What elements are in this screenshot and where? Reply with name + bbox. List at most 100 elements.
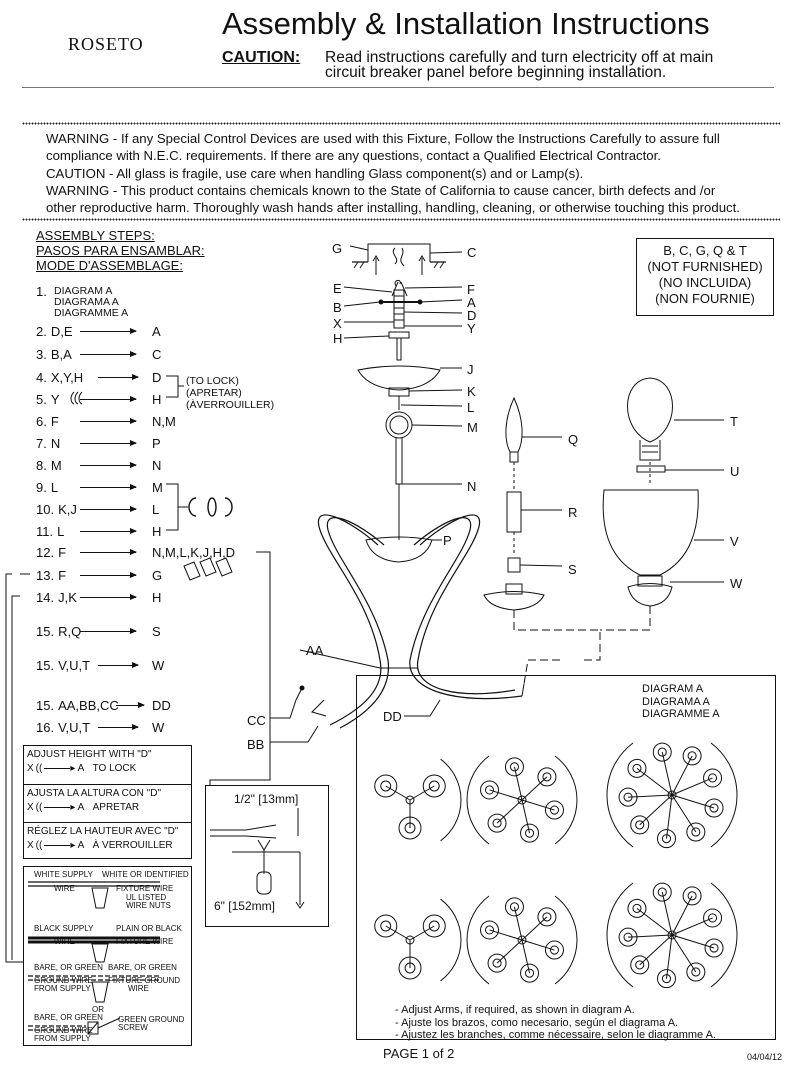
step-source-parts: F: [58, 545, 67, 560]
step-number: 11.: [36, 524, 54, 539]
steps-heading-fr: MODE D'ASSEMBLAGE:: [36, 258, 183, 273]
part-label-l: L: [467, 400, 475, 415]
step-target-parts: H: [152, 590, 162, 605]
canopy-icon: [357, 365, 441, 391]
step-source-parts: R,Q: [58, 624, 82, 639]
adjust-a: A: [77, 763, 85, 774]
step-target-parts: N,M: [152, 414, 176, 429]
arrow-icon: [80, 549, 137, 555]
adjust-a: A: [77, 802, 85, 813]
adjust-height-box: ADJUST HEIGHT WITH "D" X((▸ A TO LOCK AJ…: [23, 745, 192, 859]
caution-label: CAUTION:: [222, 49, 301, 66]
step-source-parts: N: [50, 436, 61, 451]
part-label-j: J: [467, 362, 474, 377]
step-target-parts: N: [152, 458, 162, 473]
plain-black-label: PLAIN OR BLACK: [116, 924, 182, 933]
arrow-icon: [80, 628, 137, 634]
black-supply-label: BLACK SUPPLY: [34, 924, 94, 933]
part-label-v: V: [730, 534, 739, 549]
step-1-line-en: DIAGRAM A: [54, 285, 113, 297]
step-source-parts: D,E: [50, 324, 73, 339]
step-source-parts: F: [50, 414, 59, 429]
step-number: 1.: [36, 284, 47, 299]
part-label-k: K: [467, 384, 476, 399]
brand-logo: ROSETO: [68, 34, 144, 54]
part-label-f: F: [467, 282, 475, 297]
step-target-parts: G: [152, 568, 163, 583]
part-label-aa: AA: [306, 643, 324, 658]
step-number: 15.: [36, 624, 55, 639]
star-divider-top: [22, 122, 780, 125]
part-label-m: M: [467, 420, 478, 435]
part-label-u: U: [730, 464, 740, 479]
arrow-icon: [80, 396, 137, 402]
bobeche-icon: [483, 591, 545, 611]
lock-note-en: (TO LOCK): [186, 375, 239, 387]
step-1-line-fr: DIAGRAMME A: [54, 307, 129, 319]
adjust-x: X: [27, 802, 34, 813]
bare-green-label-3: BARE, OR GREEN: [34, 1013, 103, 1022]
star-divider-bottom: [22, 218, 780, 221]
assembly-step: 2.D,E A: [36, 324, 161, 339]
step-target-parts: A: [152, 324, 161, 339]
part-label-e: E: [333, 281, 342, 296]
step-number: 10.: [36, 502, 55, 517]
step-target-parts: S: [152, 624, 161, 639]
candle-bulb-icon: [505, 396, 523, 453]
part-label-d: D: [467, 308, 477, 323]
strip-length-top: 1/2" [13mm]: [234, 792, 299, 806]
warning-line-1: WARNING - If any Special Control Devices…: [46, 131, 720, 146]
bare-green-label-2: BARE, OR GREEN: [108, 963, 177, 972]
arm-note-es: - Ajuste los brazos, como necesario, seg…: [395, 1016, 679, 1029]
step-target-parts: W: [152, 658, 165, 673]
adjust-note-es: AJUSTA LA ALTURA CON "D" X((▸ A APRETAR: [27, 788, 161, 813]
part-label-a: A: [467, 295, 476, 310]
lock-note: (TO LOCK) (APRETAR) (ÀVERROUILLER): [186, 375, 274, 411]
arm-note-fr: - Ajustez les branches, comme nécessaire…: [395, 1029, 716, 1041]
outlet-box-icon: [367, 243, 431, 262]
step-source-parts: AA,BB,CC: [58, 698, 119, 713]
arrow-icon: [80, 440, 137, 446]
warning-line-2: compliance with N.E.C. requirements. If …: [46, 148, 661, 164]
step-number: 15.: [36, 658, 55, 673]
step-number: 2.: [36, 324, 47, 339]
shade-holder-icon: [627, 583, 673, 607]
step-number: 5.: [36, 392, 47, 407]
step-1-line-es: DIAGRAMA A: [54, 296, 119, 308]
page-title: Assembly & Installation Instructions: [222, 6, 710, 41]
arrow-icon: [80, 418, 137, 424]
part-label-bb: BB: [247, 737, 265, 752]
step-target-parts: DD: [152, 698, 171, 713]
step-target-parts: M: [152, 480, 163, 495]
supply-wire-label: WIRE: [54, 884, 75, 893]
assembly-step: 15.R,Q S: [36, 624, 161, 639]
step-source-parts: V,U,T: [58, 720, 91, 735]
arrow-icon: [80, 594, 137, 600]
adjust-a: A: [77, 840, 85, 851]
step-source-parts: M: [50, 458, 62, 473]
step-number: 9.: [36, 480, 47, 495]
step-target-parts: H: [152, 524, 162, 539]
step-number: 6.: [36, 414, 47, 429]
not-furnished-en: (NOT FURNISHED): [647, 259, 763, 274]
ul-listed-label: UL LISTED: [126, 893, 167, 902]
not-furnished-fr: (NON FOURNIE): [655, 291, 755, 306]
from-supply-label-1: FROM SUPPLY: [34, 984, 91, 993]
from-supply-label-2: FROM SUPPLY: [34, 1034, 91, 1043]
ring-icon: [636, 465, 666, 473]
assembly-steps-heading: ASSEMBLY STEPS: PASOS PARA ENSAMBLAR: MO…: [36, 228, 205, 273]
adjust-title: RÉGLEZ LA HAUTEUR AVEC "D": [27, 826, 179, 837]
warnings-block: WARNING - If any Special Control Devices…: [46, 130, 776, 216]
arrow-icon: [80, 351, 137, 357]
strip-length-bottom: 6" [152mm]: [214, 899, 275, 913]
arrow-icon: [80, 484, 137, 490]
diagram-a-en: DIAGRAM A: [642, 683, 704, 695]
